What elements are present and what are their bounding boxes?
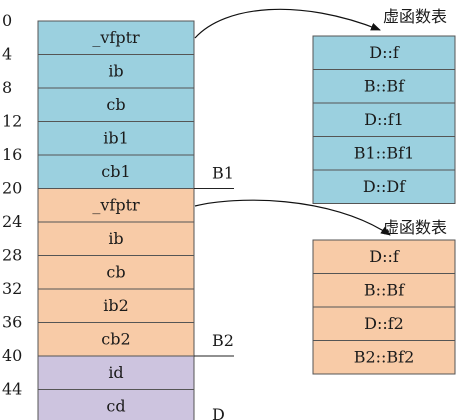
layout-cell-label: _vfptr bbox=[92, 28, 140, 47]
vtable-entry-label: B2::Bf2 bbox=[354, 347, 415, 366]
offset-label: 24 bbox=[2, 212, 22, 231]
layout-cell-label: cb2 bbox=[101, 329, 130, 348]
offset-label: 20 bbox=[2, 179, 22, 198]
vtable-entry-label: D::f1 bbox=[364, 110, 404, 129]
vtable-panels: 虚函数表D::fB::BfD::f1B1::Bf1D::Df虚函数表D::fB:… bbox=[312, 7, 456, 375]
offset-label: 12 bbox=[2, 112, 22, 131]
vtable-entry-cell bbox=[312, 340, 456, 375]
vtable-entry-label: D::f bbox=[369, 247, 400, 266]
offset-label: 0 bbox=[2, 11, 12, 30]
vtable-entry-cell bbox=[312, 306, 456, 341]
layout-cell bbox=[37, 87, 195, 122]
vfptr-arrow-1 bbox=[194, 8, 381, 39]
offset-label: 40 bbox=[2, 346, 22, 365]
layout-cell-label: id bbox=[108, 363, 123, 382]
layout-cell-label: cb1 bbox=[101, 162, 130, 181]
class-label-d: D bbox=[212, 405, 225, 420]
class-label-b1: B1 bbox=[212, 164, 234, 183]
layout-cell bbox=[37, 255, 195, 290]
layout-cell-label: _vfptr bbox=[92, 195, 140, 214]
layout-cell-label: cb bbox=[106, 95, 125, 114]
vtable-entry-label: D::f bbox=[369, 43, 400, 62]
offset-label: 16 bbox=[2, 145, 22, 164]
vtable-title: 虚函数表 bbox=[383, 7, 447, 26]
offset-label: 8 bbox=[2, 78, 12, 97]
layout-cell-label: cd bbox=[106, 396, 125, 415]
vtable-entry-label: B::Bf bbox=[364, 76, 405, 95]
offset-label: 44 bbox=[2, 380, 22, 399]
layout-cell-label: ib bbox=[108, 61, 123, 80]
offset-label: 4 bbox=[2, 45, 12, 64]
vtable-entry-cell bbox=[312, 273, 456, 308]
layout-cell bbox=[37, 20, 195, 55]
layout-cell bbox=[37, 355, 195, 390]
vtable-entry-cell bbox=[312, 35, 456, 70]
vtable-entry-cell bbox=[312, 239, 456, 274]
offset-label: 36 bbox=[2, 313, 22, 332]
vtable-entry-cell bbox=[312, 69, 456, 104]
offset-labels: 0 4 8 12 16 20 24 28 32 36 40 44 bbox=[2, 11, 22, 399]
vtable-title: 虚函数表 bbox=[383, 218, 447, 237]
vtable-entry-label: D::Df bbox=[363, 177, 406, 196]
vtable-entry-cell bbox=[312, 169, 456, 204]
vtable-entry-cell bbox=[312, 136, 456, 171]
layout-cell bbox=[37, 54, 195, 89]
layout-cell-label: cb bbox=[106, 262, 125, 281]
vtable-entry-label: B1::Bf1 bbox=[354, 143, 415, 162]
vfptr-arrows bbox=[194, 8, 391, 236]
vtable-entry-cell bbox=[312, 102, 456, 137]
layout-cell-label: ib bbox=[108, 229, 123, 248]
vtable-entry-label: B::Bf bbox=[364, 280, 405, 299]
offset-label: 28 bbox=[2, 246, 22, 265]
layout-cell bbox=[37, 322, 195, 357]
layout-cell-label: ib1 bbox=[103, 128, 129, 147]
layout-cell bbox=[37, 188, 195, 223]
vfptr-arrow-2 bbox=[194, 199, 391, 236]
layout-cell-label: ib2 bbox=[103, 296, 129, 315]
vtable-entry-label: D::f2 bbox=[364, 314, 404, 333]
layout-cell bbox=[37, 121, 195, 156]
layout-cell bbox=[37, 389, 195, 420]
class-label-b2: B2 bbox=[212, 331, 234, 350]
offset-label: 32 bbox=[2, 279, 22, 298]
